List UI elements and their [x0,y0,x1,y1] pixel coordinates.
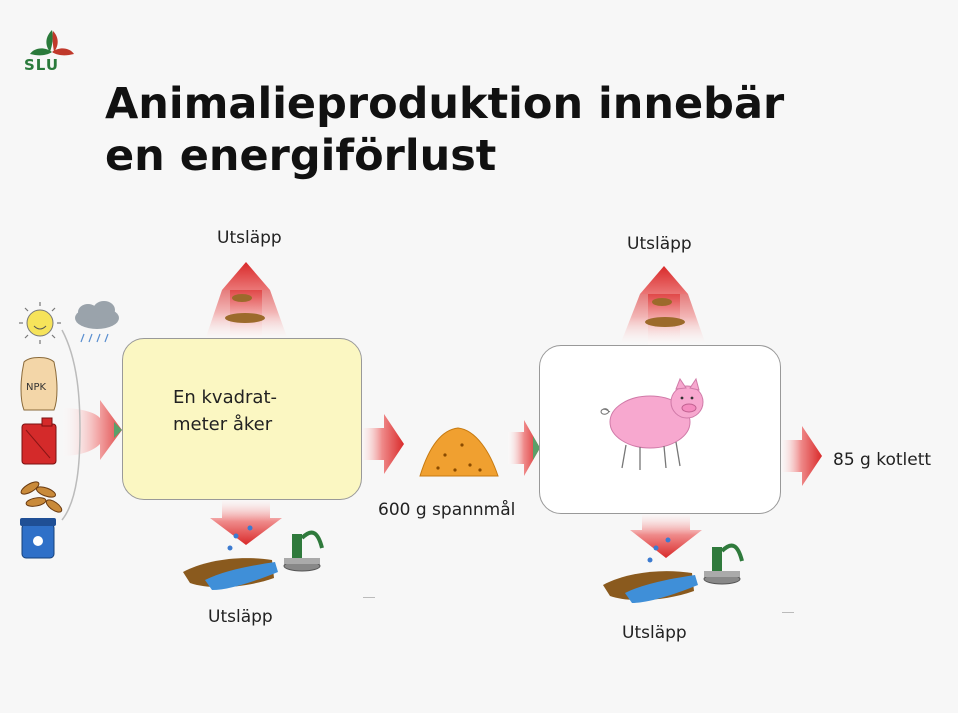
pig-to-output-arrow [780,426,822,486]
emission-up-arrow-right [620,266,706,345]
logo-text: SLU [24,56,60,74]
soil-water-icon-right [603,571,698,603]
water-pump-icon-right [703,543,744,585]
emission-down-arrow-right [630,512,702,563]
fuel-can-icon [21,417,57,465]
divider-mark-left [363,597,375,598]
emission-label-top-left: Utsläpp [217,228,282,248]
emission-down-arrow-left [210,498,282,551]
field-to-grain-arrow [360,414,404,474]
slide-title: Animalieproduktion innebär en energiförl… [105,78,784,182]
field-line-2: meter åker [173,414,273,435]
grain-to-pig-arrow [508,420,540,476]
input-inflow-arrow [60,329,122,521]
field-box-text: En kvadrat- meter åker [173,384,277,438]
emission-up-arrow-left [205,262,288,340]
emission-label-bottom-left: Utsläpp [208,607,273,627]
grain-pile-icon [419,427,499,477]
emission-label-top-right: Utsläpp [627,234,692,254]
field-line-1: En kvadrat- [173,387,278,408]
emission-label-bottom-right: Utsläpp [622,623,687,643]
pig-box [539,345,781,514]
divider-mark-right [782,612,794,613]
fertilizer-sack-icon: NPK [20,357,58,411]
soil-water-icon-left [183,558,278,590]
sun-icon [19,302,61,344]
rain-cloud-icon [75,301,119,343]
grain-label: 600 g spannmål [378,500,516,520]
feed-pellets-icon [20,481,63,513]
title-line-1: Animalieproduktion innebär [105,79,785,129]
field-box: En kvadrat- meter åker [122,338,362,500]
pesticide-can-icon [20,518,56,559]
title-line-2: en energiförlust [105,131,497,181]
slu-logo-icon [30,30,74,56]
svg-text:NPK: NPK [26,382,47,393]
water-pump-icon-left [283,530,324,572]
output-label: 85 g kotlett [833,450,932,470]
